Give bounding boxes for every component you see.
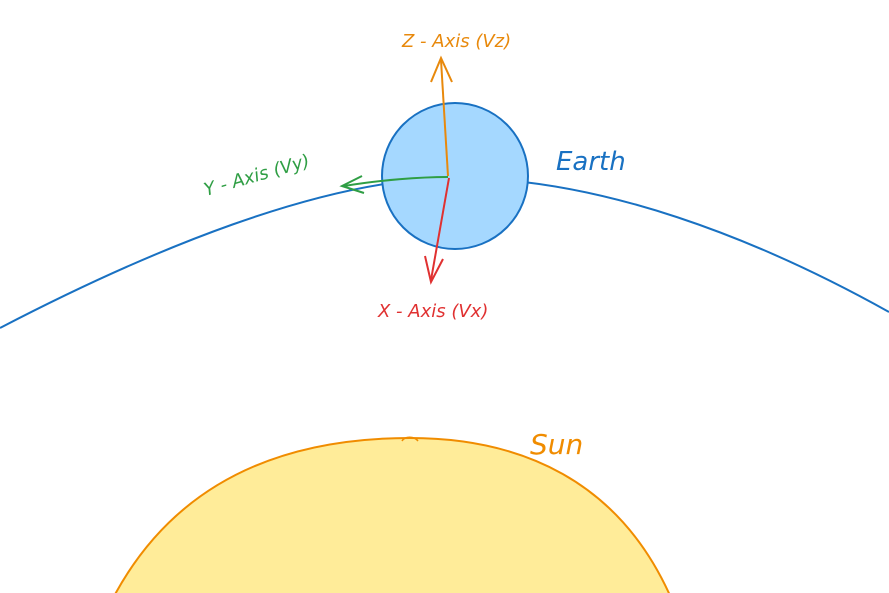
y-axis-label: Y - Axis (Vy) — [202, 151, 313, 201]
sun-body — [114, 436, 670, 593]
z-axis-label: Z - Axis (Vz) — [401, 31, 511, 52]
x-axis-arrow — [424, 177, 450, 285]
z-axis-arrow — [430, 55, 453, 177]
earth-body — [381, 102, 529, 250]
earth-label: Earth — [556, 147, 626, 177]
sun-sketch-mark — [401, 436, 419, 442]
x-axis-label: X - Axis (Vx) — [377, 301, 488, 322]
sun-label: Sun — [530, 428, 583, 461]
y-axis-arrow — [339, 175, 449, 194]
